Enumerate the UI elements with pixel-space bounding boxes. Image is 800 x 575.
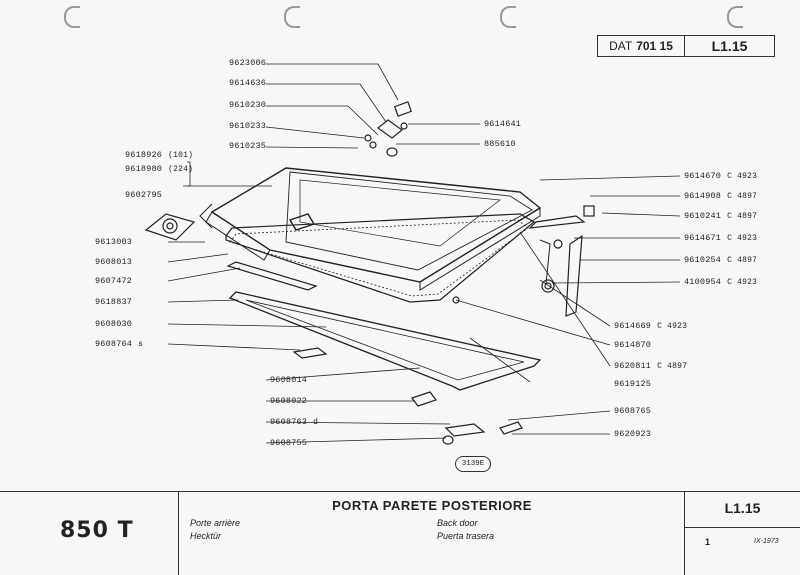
door-frame xyxy=(228,291,542,391)
part-label: 9607472 xyxy=(95,276,133,286)
exploded-view-diagram xyxy=(144,63,681,445)
weather-strip xyxy=(226,261,318,291)
table-code-footer: L1.15 xyxy=(724,500,761,516)
part-label: 885610 xyxy=(484,139,516,149)
divider xyxy=(178,492,179,575)
part-label: 9608022 xyxy=(270,396,308,406)
part-label: 9618926(101) xyxy=(125,150,194,160)
model-name: 850 T xyxy=(60,518,134,543)
binder-ring xyxy=(64,6,80,28)
table-code: L1.15 xyxy=(711,38,748,54)
part-label: 9618837 xyxy=(95,297,133,307)
issue-date: IX-1973 xyxy=(754,538,779,545)
part-label: 9613003 xyxy=(95,237,133,247)
part-label: 9620923 xyxy=(614,429,652,439)
title-french: Porte arrière xyxy=(190,518,241,528)
hinge-parts xyxy=(364,101,413,157)
door-panel xyxy=(205,167,542,291)
part-label: 9608765 xyxy=(614,406,652,416)
drawing-reference: 3139E xyxy=(455,456,491,472)
divider xyxy=(684,492,685,575)
support-stay xyxy=(528,205,595,317)
title-spanish: Puerta trasera xyxy=(437,531,495,541)
part-label: 9610230 xyxy=(229,100,267,110)
title-english: Back door xyxy=(437,518,478,528)
dat-prefix: DAT xyxy=(609,39,633,53)
bracket-line xyxy=(199,203,213,229)
part-label: 9614641 xyxy=(484,119,522,129)
door-seal xyxy=(225,213,536,303)
rubber-pad xyxy=(144,213,196,241)
part-label: 9602795 xyxy=(125,190,163,200)
sheet-number: 1 xyxy=(705,537,711,547)
part-label: 9608014 xyxy=(270,375,308,385)
part-label: 9614870 xyxy=(614,340,652,350)
part-label: 9608755 xyxy=(270,438,308,448)
latch-parts xyxy=(292,296,523,445)
variant-brace xyxy=(187,161,191,187)
binder-ring xyxy=(284,6,300,28)
part-label: 9623006 xyxy=(229,58,267,68)
section-title: PORTA PARETE POSTERIORE xyxy=(332,498,532,513)
part-label: 9614636 xyxy=(229,78,267,88)
divider xyxy=(685,527,800,528)
binder-ring xyxy=(500,6,516,28)
dat-reference: DAT 701 15 xyxy=(598,36,685,56)
part-label: 9610235 xyxy=(229,141,267,151)
table-reference-box: DAT 701 15 L1.15 xyxy=(597,35,775,57)
part-label: 9608030 xyxy=(95,319,133,329)
part-label: 9619125 xyxy=(614,379,652,389)
title-german: Hecktür xyxy=(190,531,222,541)
title-block: 850 T PORTA PARETE POSTERIORE Porte arri… xyxy=(0,491,800,575)
dat-number: 701 15 xyxy=(636,39,673,53)
binder-ring xyxy=(727,6,743,28)
part-label: 9610233 xyxy=(229,121,267,131)
leader-lines xyxy=(167,63,681,444)
part-label: 9608013 xyxy=(95,257,133,267)
part-label: 9618980(224) xyxy=(125,164,194,174)
